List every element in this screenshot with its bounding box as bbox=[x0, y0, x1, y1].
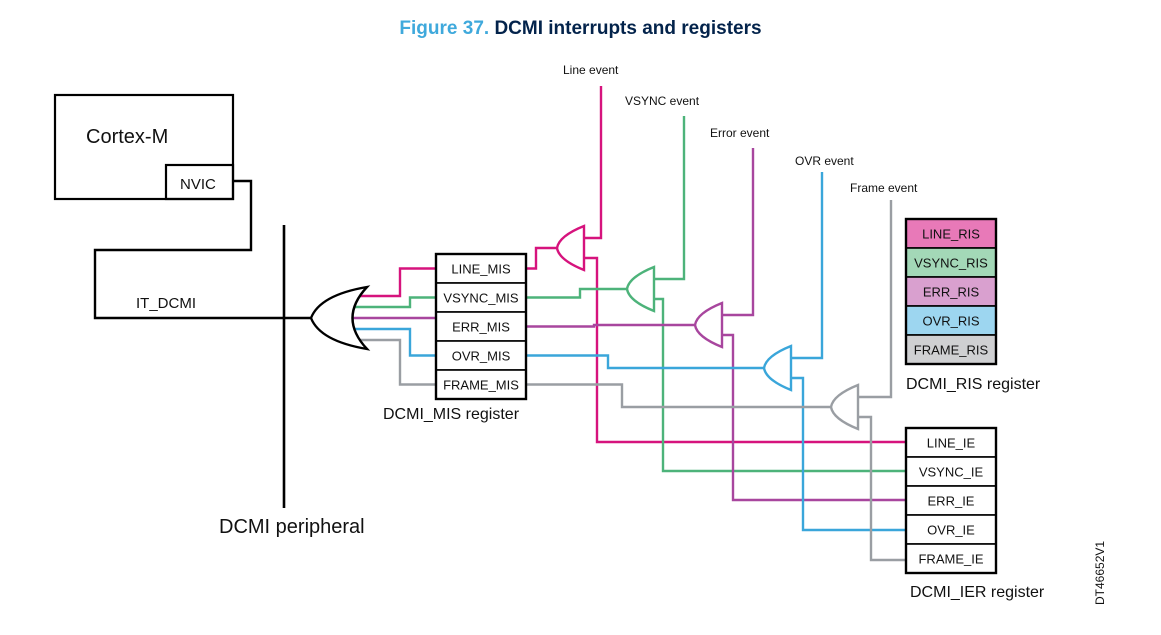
figure-number: Figure 37. bbox=[399, 18, 490, 39]
ier-register: LINE_IE VSYNC_IE ERR_IE OVR_IE FRAME_IE bbox=[904, 426, 998, 575]
ier-register-frame bbox=[904, 426, 998, 575]
line-event-label: Line event bbox=[563, 63, 619, 77]
line-event-wire bbox=[584, 86, 603, 240]
frame-ie-wire bbox=[858, 415, 906, 562]
cortex-m-box bbox=[53, 93, 235, 201]
ovr-event-wire bbox=[791, 172, 824, 360]
ris-register: LINE_RIS VSYNC_RIS ERR_RIS OVR_RIS FRAME_RIS bbox=[904, 217, 998, 366]
line-ie-wire bbox=[584, 256, 906, 444]
ier-field-vsync-label: VSYNC_IE bbox=[919, 465, 984, 480]
ris-field-line-label: LINE_RIS bbox=[922, 227, 980, 242]
vsync-mis-to-gate-wire bbox=[526, 287, 627, 299]
ris-field-err-label: ERR_RIS bbox=[923, 285, 980, 300]
line-mis-to-gate-wire bbox=[526, 246, 557, 270]
mis-register-frame bbox=[434, 252, 528, 401]
vsync-and-gate bbox=[625, 265, 656, 313]
signal-wires bbox=[345, 86, 906, 562]
mis-field-err bbox=[435, 311, 527, 342]
figure-title: Figure 37. DCMI interrupts and registers bbox=[0, 18, 1161, 40]
ovr-ie-wire bbox=[791, 376, 906, 532]
frame-or-input-wire bbox=[350, 338, 436, 386]
it-dcmi-wire bbox=[93, 179, 312, 320]
nvic-label: NVIC bbox=[180, 176, 216, 193]
ovr-and-gate bbox=[762, 344, 793, 392]
figure-caption: DCMI interrupts and registers bbox=[494, 18, 762, 39]
mis-register-caption: DCMI_MIS register bbox=[383, 406, 520, 423]
mis-field-err-label: ERR_MIS bbox=[452, 320, 510, 335]
mis-field-frame-label: FRAME_MIS bbox=[443, 378, 519, 393]
and-gates bbox=[555, 224, 860, 431]
ris-field-ovr-label: OVR_RIS bbox=[922, 314, 979, 329]
frame-event-wire bbox=[858, 200, 893, 399]
frame-mis-to-gate-wire bbox=[526, 383, 831, 409]
mis-field-line-label: LINE_MIS bbox=[451, 262, 511, 277]
ier-field-line-label: LINE_IE bbox=[927, 436, 976, 451]
ris-register-caption: DCMI_RIS register bbox=[906, 376, 1041, 393]
peripheral-label: DCMI peripheral bbox=[219, 516, 365, 538]
or-gate bbox=[309, 285, 371, 351]
mis-field-vsync-label: VSYNC_MIS bbox=[443, 291, 518, 306]
err-and-gate bbox=[693, 301, 724, 349]
ier-register-caption: DCMI_IER register bbox=[910, 584, 1045, 601]
cortex-m-label: Cortex-M bbox=[86, 126, 168, 148]
ris-field-frame-label: FRAME_RIS bbox=[914, 343, 989, 358]
ier-field-ovr-label: OVR_IE bbox=[927, 523, 975, 538]
mis-field-ovr-label: OVR_MIS bbox=[452, 349, 511, 364]
ris-field-vsync-label: VSYNC_RIS bbox=[914, 256, 988, 271]
err-ie-wire bbox=[722, 333, 906, 502]
ris-register-frame bbox=[904, 217, 998, 366]
err-event-label: Error event bbox=[710, 126, 770, 140]
err-event-wire bbox=[722, 148, 755, 317]
frame-and-gate bbox=[829, 383, 860, 431]
document-id: DT46652V1 bbox=[1093, 541, 1107, 605]
ovr-or-input-wire bbox=[350, 327, 436, 357]
frame-event-label: Frame event bbox=[850, 181, 918, 195]
mis-register: LINE_MIS VSYNC_MIS ERR_MIS OVR_MIS FRAME_MIS bbox=[434, 252, 528, 401]
line-and-gate bbox=[555, 224, 586, 272]
it-dcmi-label: IT_DCMI bbox=[136, 295, 196, 312]
ovr-mis-to-gate-wire bbox=[526, 354, 764, 370]
ovr-event-label: OVR event bbox=[795, 154, 854, 168]
vsync-or-input-wire bbox=[350, 296, 436, 309]
vsync-event-wire bbox=[654, 116, 686, 281]
ier-field-frame-label: FRAME_IE bbox=[918, 552, 983, 567]
vsync-ie-wire bbox=[654, 297, 906, 473]
vsync-event-label: VSYNC event bbox=[625, 94, 700, 108]
ier-field-err-label: ERR_IE bbox=[928, 494, 975, 509]
line-or-input-wire bbox=[350, 267, 436, 298]
err-mis-to-gate-wire bbox=[526, 323, 695, 328]
cortex-m-block: Cortex-M NVIC bbox=[53, 93, 235, 201]
mis-field-vsync bbox=[435, 282, 527, 313]
